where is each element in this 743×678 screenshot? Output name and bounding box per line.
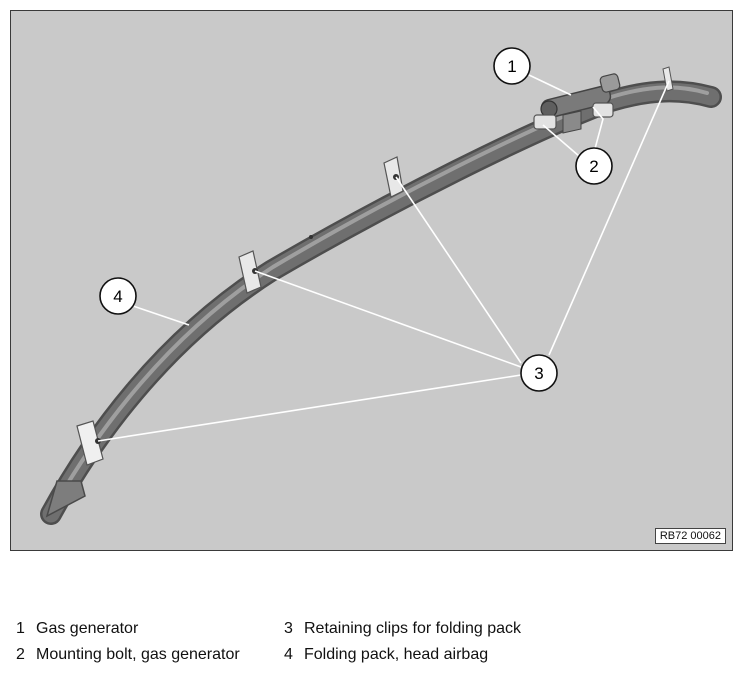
airbag-diagram: 1 2 3 4 RB72 00062 xyxy=(10,10,733,551)
legend-item-1-num: 1 xyxy=(16,620,25,637)
legend-item-4-num: 4 xyxy=(284,646,293,663)
legend-item-2-text: Mounting bolt, gas generator xyxy=(36,646,240,663)
diagram-drawing: 1 2 3 4 xyxy=(40,47,722,525)
legend-item-4: 4 Folding pack, head airbag xyxy=(284,646,488,664)
callout-4-label: 4 xyxy=(113,287,122,306)
folding-pack-tube xyxy=(42,82,720,523)
callout-1-label: 1 xyxy=(507,57,516,76)
folding-pack-end xyxy=(45,480,86,518)
callout-2: 2 xyxy=(575,147,613,185)
tube-rivet xyxy=(309,235,313,239)
leader-lines xyxy=(97,74,670,442)
retaining-clips xyxy=(76,66,674,466)
legend-item-3-num: 3 xyxy=(284,620,293,637)
legend-item-4-text: Folding pack, head airbag xyxy=(304,646,489,663)
legend-item-3-text: Retaining clips for folding pack xyxy=(304,620,522,637)
figure-code: RB72 00062 xyxy=(654,528,726,544)
legend-item-3: 3 Retaining clips for folding pack xyxy=(284,620,521,638)
callout-3: 3 xyxy=(520,354,558,392)
folding-pack-tube-shadow xyxy=(40,80,722,525)
legend-item-1-text: Gas generator xyxy=(36,620,139,637)
callout-4: 4 xyxy=(99,277,137,315)
legend-item-2-num: 2 xyxy=(16,646,25,663)
callout-1: 1 xyxy=(493,47,531,85)
callout-2-label: 2 xyxy=(589,157,598,176)
gas-generator xyxy=(540,73,621,119)
folding-pack-tube-highlight xyxy=(54,85,709,505)
legend-item-2: 2 Mounting bolt, gas generator xyxy=(16,646,240,664)
legend-item-1: 1 Gas generator xyxy=(16,620,138,638)
callout-3-label: 3 xyxy=(534,364,543,383)
